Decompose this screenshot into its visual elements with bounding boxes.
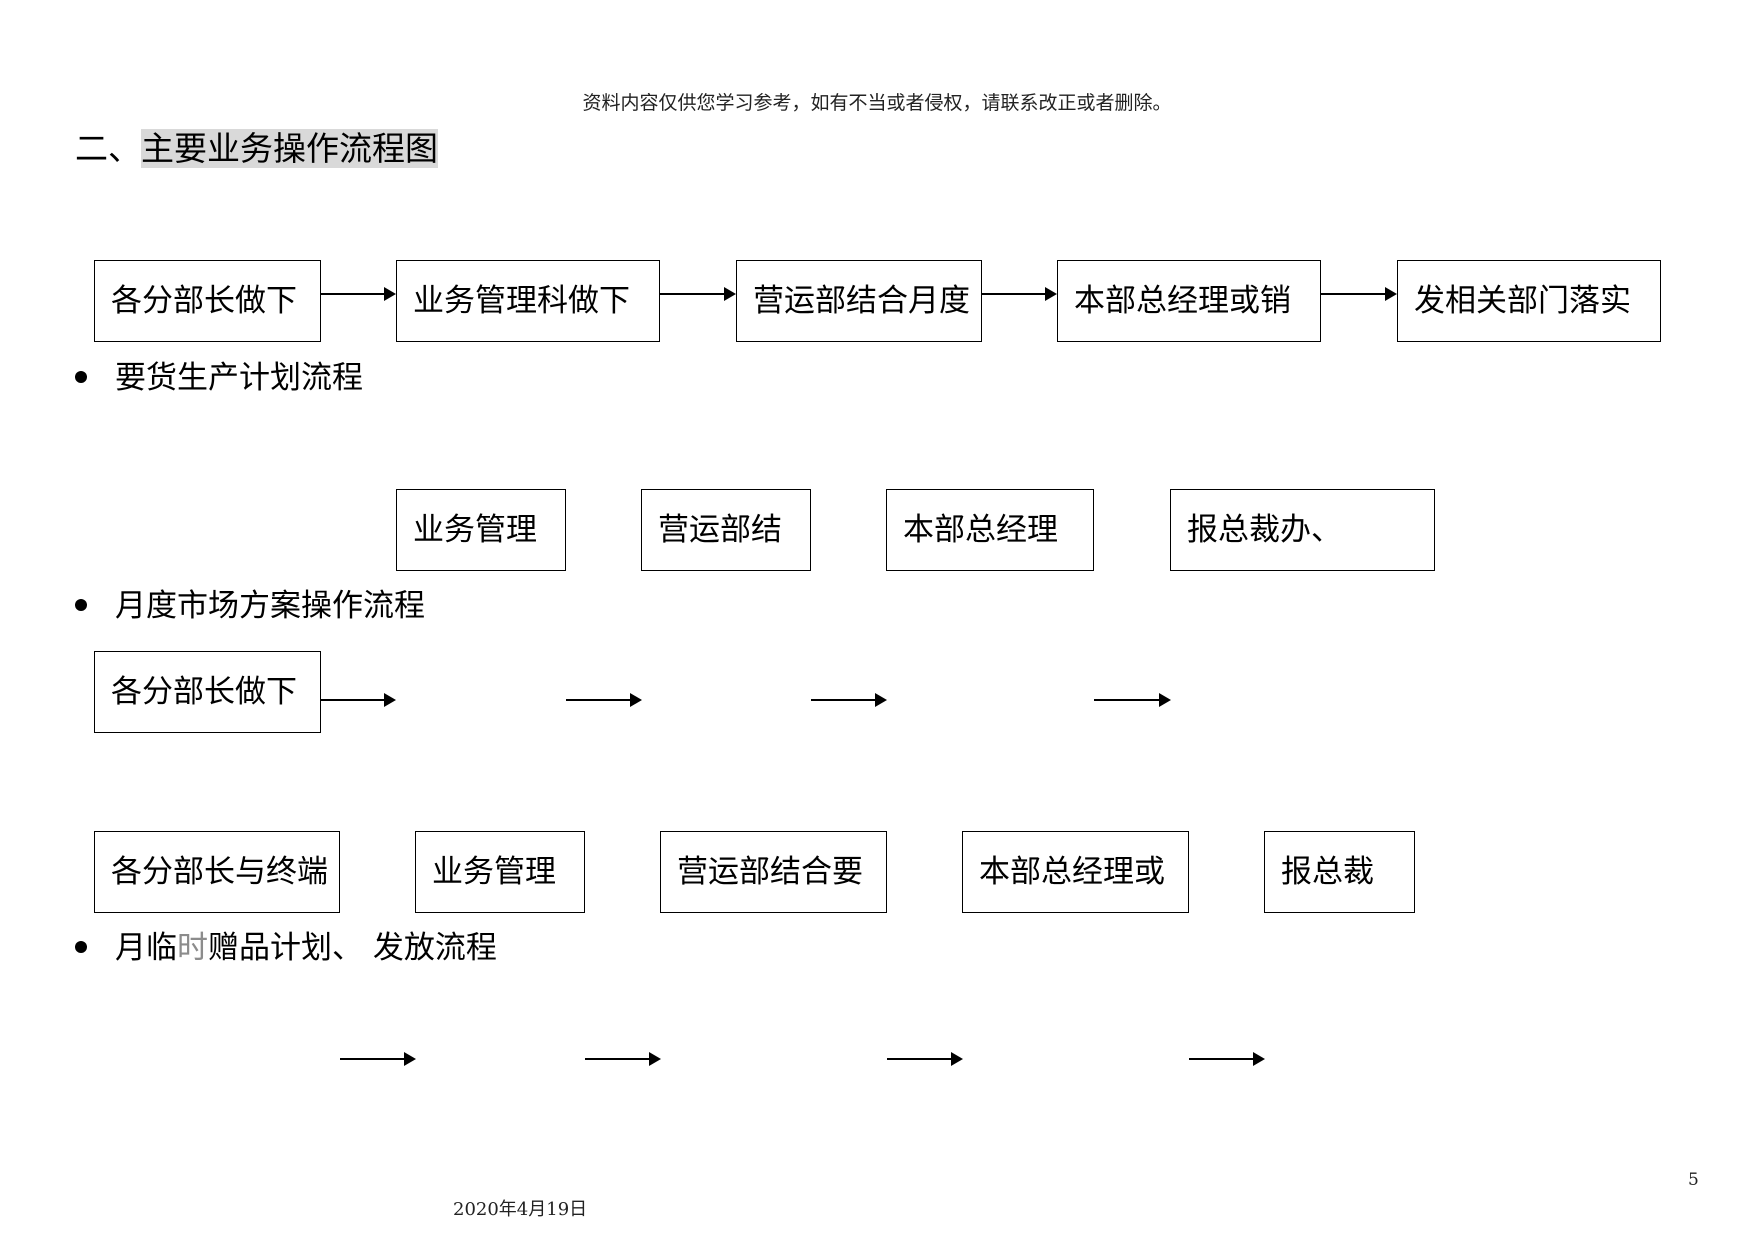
flow4-box-2: 业务管理 bbox=[415, 831, 585, 913]
flow4-box-3-label: 营运部结合要 bbox=[677, 853, 863, 890]
flow2-box-3: 本部总经理 bbox=[886, 489, 1094, 571]
disclaimer-header: 资料内容仅供您学习参考，如有不当或者侵权，请联系改正或者删除。 bbox=[582, 92, 1172, 114]
bullet-item-1-label: 要货生产计划流程 bbox=[115, 360, 363, 396]
flow5-arrow-4 bbox=[1189, 1052, 1265, 1066]
bullet-dot-icon bbox=[75, 370, 87, 383]
flow4-box-3: 营运部结合要 bbox=[660, 831, 887, 913]
flow2-box-4: 报总裁办、 bbox=[1170, 489, 1435, 571]
bullet-dot-icon bbox=[75, 940, 87, 953]
flow3-box-1: 各分部长做下 bbox=[94, 651, 321, 733]
footer-date: 2020年4月19日 bbox=[453, 1199, 588, 1220]
flow4-box-4-label: 本部总经理或 bbox=[979, 853, 1165, 890]
bullet-item-3-label-part2: 赠品计划、 发放流程 bbox=[208, 930, 497, 966]
flow1-box-4-label: 本部总经理或销 bbox=[1074, 282, 1291, 319]
flow1-arrow-4 bbox=[1321, 287, 1397, 301]
flow2-box-4-label: 报总裁办、 bbox=[1187, 511, 1342, 548]
flow1-box-3-label: 营运部结合月度 bbox=[753, 282, 970, 319]
section-number: 二、 bbox=[75, 129, 141, 168]
bullet-item-1: 要货生产计划流程 bbox=[75, 358, 363, 398]
flow1-box-1-label: 各分部长做下 bbox=[111, 282, 297, 319]
flow2-box-3-label: 本部总经理 bbox=[903, 511, 1058, 548]
section-heading: 二、主要业务操作流程图 bbox=[75, 128, 438, 170]
flow1-box-2: 业务管理科做下 bbox=[396, 260, 660, 342]
bullet-item-3-label-gray: 时 bbox=[177, 930, 208, 966]
flow5-arrow-3 bbox=[887, 1052, 963, 1066]
flow1-box-4: 本部总经理或销 bbox=[1057, 260, 1321, 342]
flow4-box-5: 报总裁 bbox=[1264, 831, 1415, 913]
flow4-box-1-label: 各分部长与终端 bbox=[111, 853, 328, 890]
bullet-item-3-label-part1: 月临 bbox=[115, 930, 177, 966]
flow3-box-1-label: 各分部长做下 bbox=[111, 673, 297, 710]
flow3-arrow-1 bbox=[321, 693, 396, 707]
flow3-arrow-2 bbox=[566, 693, 642, 707]
flow3-arrow-4 bbox=[1094, 693, 1171, 707]
flow1-box-5-label: 发相关部门落实 bbox=[1414, 282, 1631, 319]
flow3-arrow-3 bbox=[811, 693, 887, 707]
flow4-box-4: 本部总经理或 bbox=[962, 831, 1189, 913]
page-number: 5 bbox=[1688, 1170, 1699, 1190]
flow1-arrow-3 bbox=[982, 287, 1057, 301]
section-title: 主要业务操作流程图 bbox=[141, 129, 438, 168]
flow2-box-2-label: 营运部结 bbox=[658, 511, 782, 548]
bullet-item-2: 月度市场方案操作流程 bbox=[75, 586, 425, 626]
flow1-box-3: 营运部结合月度 bbox=[736, 260, 982, 342]
flow1-box-5: 发相关部门落实 bbox=[1397, 260, 1661, 342]
flow4-box-2-label: 业务管理 bbox=[432, 853, 556, 890]
flow4-box-1: 各分部长与终端 bbox=[94, 831, 340, 913]
flow1-box-2-label: 业务管理科做下 bbox=[413, 282, 630, 319]
flow4-box-5-label: 报总裁 bbox=[1281, 853, 1374, 890]
bullet-dot-icon bbox=[75, 598, 87, 611]
flow1-box-1: 各分部长做下 bbox=[94, 260, 321, 342]
flow2-box-1-label: 业务管理 bbox=[413, 511, 537, 548]
bullet-item-2-label: 月度市场方案操作流程 bbox=[115, 588, 425, 624]
bullet-item-3: 月临时赠品计划、 发放流程 bbox=[75, 928, 497, 968]
flow2-box-2: 营运部结 bbox=[641, 489, 811, 571]
flow1-arrow-1 bbox=[321, 287, 396, 301]
flow5-arrow-2 bbox=[585, 1052, 661, 1066]
flow5-arrow-1 bbox=[340, 1052, 416, 1066]
flow1-arrow-2 bbox=[660, 287, 736, 301]
flow2-box-1: 业务管理 bbox=[396, 489, 566, 571]
